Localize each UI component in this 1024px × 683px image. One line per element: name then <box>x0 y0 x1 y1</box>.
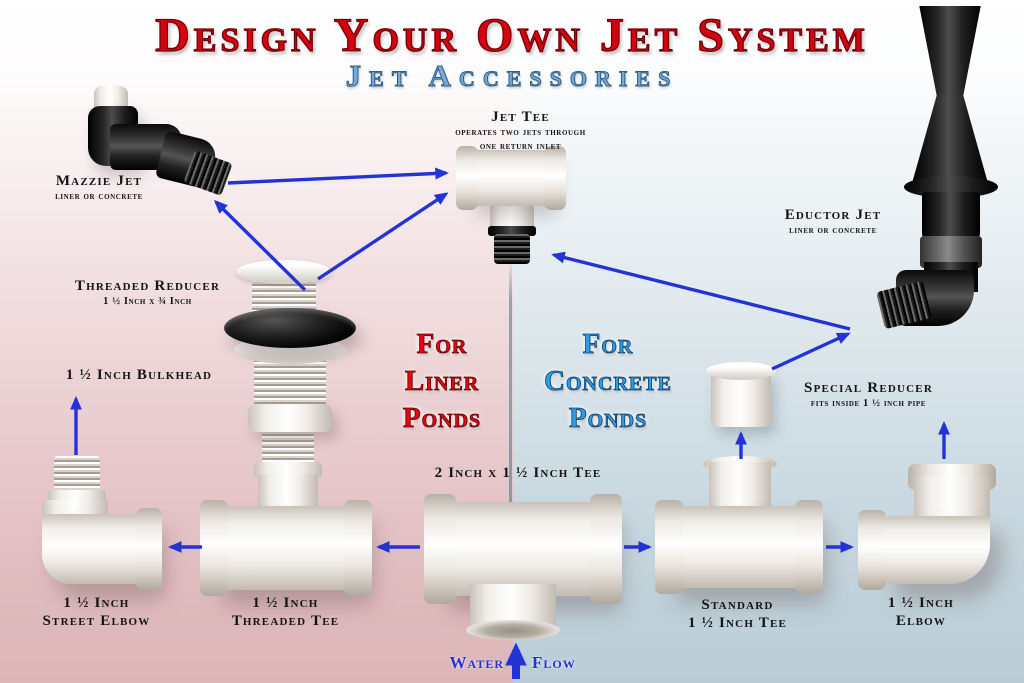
special-reducer-image <box>706 362 776 428</box>
socket-hub <box>590 494 622 604</box>
threaded-tee-label: 1 ½ Inch Threaded Tee <box>198 594 373 630</box>
liner-word-liner: Liner <box>404 365 480 398</box>
eductor-jet-image <box>876 6 1014 348</box>
socket-hub <box>795 500 823 594</box>
pipe-stem <box>709 462 771 510</box>
socket-hub <box>456 146 478 210</box>
threaded-tee-image <box>200 428 372 598</box>
bulkhead-image <box>224 308 356 436</box>
eductor-jet-name: Eductor Jet <box>784 207 882 223</box>
inlet-opening <box>466 620 560 640</box>
street-elbow-name-line1: 1 ½ Inch <box>63 595 130 611</box>
pipe-threads <box>262 430 314 466</box>
mazzie-jet-note: liner or concrete <box>55 191 143 202</box>
pipe-threads <box>254 356 326 410</box>
pipe-body <box>210 506 362 590</box>
bulkhead-name: 1 ½ Inch Bulkhead <box>65 367 213 383</box>
adapter-collar <box>488 226 536 236</box>
street-elbow-label: 1 ½ Inch Street Elbow <box>14 594 179 630</box>
street-elbow-name-line2: Street Elbow <box>42 613 151 629</box>
elbow-name-line2: Elbow <box>895 613 947 629</box>
street-elbow-image <box>30 456 162 594</box>
jet-tee-label: Jet Tee operates two jets through one re… <box>428 108 613 153</box>
standard-tee-label: Standard 1 ½ Inch Tee <box>650 596 825 632</box>
water-label: Water <box>449 653 504 672</box>
page-title: Design Your Own Jet System <box>154 8 869 62</box>
arrow-reducer-to-mazzie-jet <box>213 199 307 292</box>
standard-tee-image <box>655 456 823 596</box>
standard-tee-name-line1: Standard <box>701 597 774 613</box>
special-reducer-note: fits inside 1 ½ inch pipe <box>810 398 927 409</box>
pipe-body <box>663 506 815 588</box>
elbow-label: 1 ½ Inch Elbow <box>846 594 996 630</box>
pipe-body <box>711 371 771 427</box>
pipe-body <box>436 502 610 596</box>
pipe-body-horizontal <box>884 516 990 584</box>
concrete-word-for: For <box>582 328 634 361</box>
bulkhead-label: 1 ½ Inch Bulkhead <box>34 366 244 384</box>
pipe-body-horizontal <box>42 514 154 584</box>
socket-rim <box>706 362 776 380</box>
socket-hub <box>544 146 566 210</box>
jet-tee-image <box>456 146 566 264</box>
threaded-reducer-name: Threaded Reducer <box>74 278 221 294</box>
special-reducer-name: Special Reducer <box>804 380 933 396</box>
socket-hub <box>200 500 228 596</box>
center-tee-label: 2 Inch x 1 ½ Inch Tee <box>408 464 628 482</box>
pipe-threads <box>54 456 100 494</box>
pipe-threads <box>494 234 530 264</box>
standard-tee-name-line2: 1 ½ Inch Tee <box>687 615 788 631</box>
center-tee-name: 2 Inch x 1 ½ Inch Tee <box>434 465 602 481</box>
threaded-reducer-label: Threaded Reducer 1 ½ Inch x ¾ Inch <box>50 277 245 309</box>
flow-label: Flow <box>532 653 576 672</box>
elbow-image <box>858 464 1010 596</box>
mazzie-jet-label: Mazzie Jet liner or concrete <box>14 172 184 204</box>
threaded-tee-name-line2: Threaded Tee <box>231 613 340 629</box>
page-subtitle: Jet Accessories <box>345 58 679 94</box>
arrow-mazzie-jet-to-jet-tee <box>227 167 449 185</box>
jet-tee-name: Jet Tee <box>491 109 550 125</box>
socket-hub <box>344 500 372 596</box>
special-reducer-label: Special Reducer fits inside 1 ½ inch pip… <box>776 379 961 411</box>
socket-hub <box>136 508 162 590</box>
for-concrete-ponds-heading: For Concrete Ponds <box>522 326 694 437</box>
arrow-reducer-to-jet-tee <box>317 192 449 281</box>
center-divider-line <box>509 262 512 644</box>
concrete-word-ponds: Ponds <box>568 402 648 435</box>
socket-hub <box>655 500 683 594</box>
jet-tee-note2: one return inlet <box>479 140 562 152</box>
liner-word-ponds: Ponds <box>402 402 482 435</box>
concrete-word-concrete: Concrete <box>544 365 672 398</box>
threaded-tee-name-line1: 1 ½ Inch <box>252 595 319 611</box>
center-tee-image <box>424 492 622 646</box>
flange-disc <box>236 260 332 284</box>
elbow-name-line1: 1 ½ Inch <box>887 595 955 611</box>
jet-tee-note1: operates two jets through <box>455 127 586 138</box>
mazzie-jet-image <box>84 86 233 206</box>
mazzie-jet-name: Mazzie Jet <box>55 173 143 189</box>
threaded-reducer-note: 1 ½ Inch x ¾ Inch <box>103 296 192 307</box>
socket-hub <box>424 494 456 604</box>
liner-word-for: For <box>416 328 468 361</box>
rubber-gasket <box>224 308 356 348</box>
arrow-special-reducer-to-eductor <box>771 332 851 371</box>
lock-nut <box>248 404 332 432</box>
eductor-jet-label: Eductor Jet liner or concrete <box>748 206 918 238</box>
eductor-jet-note: liner or concrete <box>789 225 877 236</box>
arrow-eductor-to-jet-tee <box>551 251 851 331</box>
socket-hub <box>858 510 886 590</box>
pipe-segment <box>922 192 980 238</box>
for-liner-ponds-heading: For Liner Ponds <box>380 326 504 437</box>
pipe-body <box>470 150 552 206</box>
